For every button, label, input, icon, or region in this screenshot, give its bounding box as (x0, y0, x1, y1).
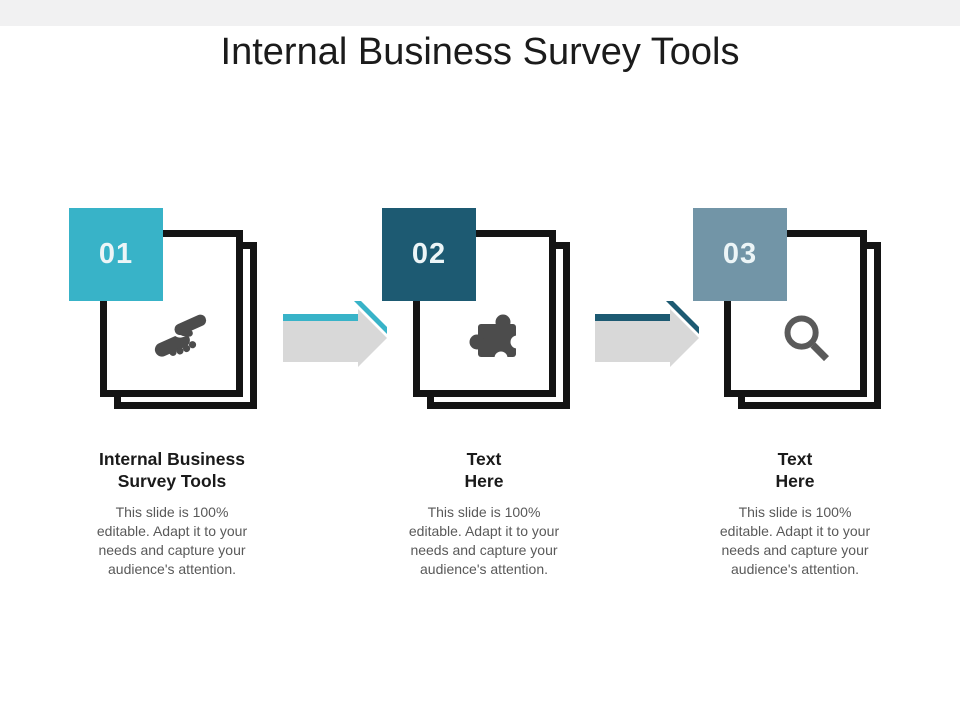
search-icon (771, 306, 843, 370)
step-number: 01 (98, 238, 134, 270)
step-card-2: 02 (382, 208, 592, 423)
step-number-badge: 01 (69, 208, 163, 301)
arrow-right-icon (595, 301, 699, 368)
step-text-block-1: Internal Business Survey Tools This slid… (62, 448, 282, 579)
step-text-block-2: Text Here This slide is 100% editable. A… (374, 448, 594, 579)
step-description: This slide is 100% editable. Adapt it to… (408, 504, 560, 577)
step-number-badge: 03 (693, 208, 787, 301)
step-description: This slide is 100% editable. Adapt it to… (719, 504, 871, 577)
step-number-badge: 02 (382, 208, 476, 301)
step-heading: Text Here (775, 449, 815, 491)
step-number: 03 (722, 238, 758, 270)
step-heading: Internal Business Survey Tools (99, 449, 245, 491)
step-text-block-3: Text Here This slide is 100% editable. A… (685, 448, 905, 579)
handshake-icon (147, 306, 219, 370)
step-description: This slide is 100% editable. Adapt it to… (96, 504, 248, 577)
slide-title: Internal Business Survey Tools (220, 31, 740, 73)
puzzle-icon (460, 306, 532, 370)
step-number: 02 (411, 238, 447, 270)
arrow-right-icon (283, 301, 387, 368)
top-strip (0, 0, 960, 26)
step-card-3: 03 (693, 208, 903, 423)
step-heading: Text Here (464, 449, 504, 491)
step-card-1: 01 (69, 208, 279, 423)
